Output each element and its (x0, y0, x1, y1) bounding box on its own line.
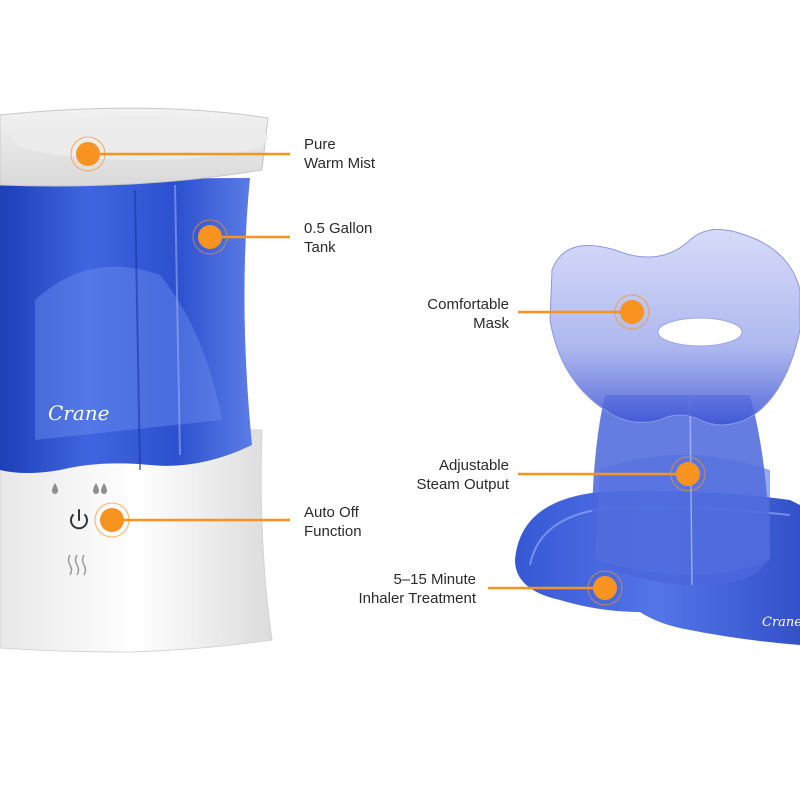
callout-steam-line1: Adjustable (438, 457, 509, 474)
humidifier: Crane (0, 107, 273, 653)
callout-dot-tank (192, 219, 228, 255)
steam-icon (67, 554, 87, 576)
humidifier-inner-cone (35, 266, 222, 440)
callout-steam-line2: Steam Output (416, 476, 509, 493)
humidifier-tank (0, 178, 252, 473)
humidifier-brand-logo: Crane (48, 401, 110, 425)
humidifier-base (0, 429, 273, 653)
callout-warm-mist: Pure Warm Mist (304, 135, 375, 173)
callout-tank-line1: 0.5 Gallon (304, 220, 373, 237)
callout-steam: Adjustable Steam Output (416, 456, 509, 494)
callout-auto-off-line1: Auto Off (304, 504, 359, 521)
callout-dot-warm-mist (70, 136, 106, 172)
water-drop-icon (52, 483, 58, 494)
callout-treatment: 5–15 Minute Inhaler Treatment (358, 570, 476, 608)
callout-warm-mist-line2: Warm Mist (304, 155, 376, 172)
inhaler-brand-logo: Crane (762, 615, 800, 630)
callout-dot-auto-off (94, 502, 130, 538)
callout-treatment-line2: Inhaler Treatment (358, 590, 476, 607)
callout-auto-off: Auto Off Function (304, 503, 362, 541)
callout-warm-mist-line1: Pure (304, 136, 336, 153)
callout-mask-line2: Mask (473, 315, 509, 332)
callout-tank-line2: Tank (304, 239, 336, 256)
callout-tank: 0.5 Gallon Tank (304, 219, 372, 257)
double-water-drop-icon (93, 483, 107, 494)
callout-dot-steam (670, 456, 706, 492)
callout-treatment-line1: 5–15 Minute (393, 571, 476, 588)
power-icon[interactable] (70, 509, 88, 530)
inhaler: Crane (515, 229, 800, 645)
callout-dots (70, 136, 706, 606)
callout-lines (88, 152, 688, 590)
callout-auto-off-line2: Function (304, 523, 362, 540)
callout-mask-line1: Comfortable (427, 296, 509, 313)
callout-dot-treatment (587, 570, 623, 606)
callout-dot-mask (614, 294, 650, 330)
callout-mask: Comfortable Mask (427, 295, 509, 333)
